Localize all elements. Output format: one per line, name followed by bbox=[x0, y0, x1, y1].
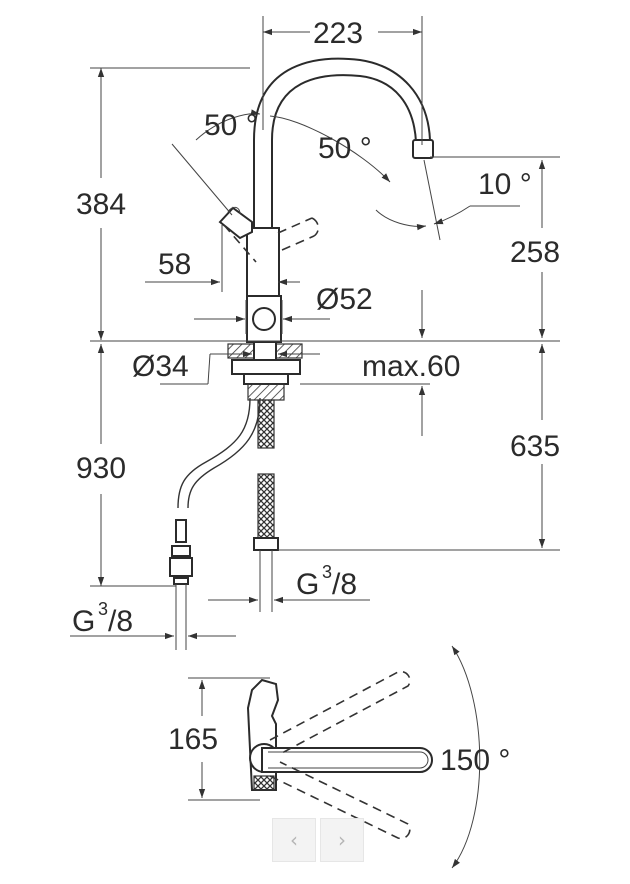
dim-swivel-angle: 150 ° bbox=[440, 744, 510, 777]
dim-angle-spout: 10 ° bbox=[478, 168, 532, 201]
dim-hose-below-deck: 635 bbox=[510, 430, 560, 463]
thread-right-den: /8 bbox=[332, 568, 357, 601]
thread-right-num: 3 bbox=[322, 562, 332, 582]
prev-image-button[interactable]: ‹ bbox=[272, 818, 316, 862]
thread-label-left: G 3 /8 bbox=[72, 599, 133, 638]
chevron-left-icon: ‹ bbox=[290, 828, 298, 852]
dimension-lines bbox=[70, 16, 560, 640]
dim-max-deck-thickness: max.60 bbox=[362, 350, 460, 383]
thread-left-num: 3 bbox=[98, 599, 108, 619]
dim-width-top: 223 bbox=[313, 17, 363, 50]
thread-left-den: /8 bbox=[108, 605, 133, 638]
dim-plan-depth: 165 bbox=[168, 723, 218, 756]
dim-spout-height: 258 bbox=[510, 236, 560, 269]
faucet-plan-view bbox=[188, 645, 481, 869]
thread-label-right: G 3 /8 bbox=[296, 562, 357, 601]
dim-body-diameter: Ø52 bbox=[316, 283, 373, 316]
chevron-right-icon: › bbox=[338, 828, 346, 852]
dim-angle-handle-right: 50 ° bbox=[318, 132, 372, 165]
dim-height-above-deck: 384 bbox=[76, 188, 126, 221]
dim-angle-handle-left: 50 ° bbox=[204, 109, 258, 142]
thread-right-letter: G bbox=[296, 568, 319, 601]
thread-left-letter: G bbox=[72, 605, 95, 638]
dim-handle-offset: 58 bbox=[158, 248, 191, 281]
next-image-button[interactable]: › bbox=[320, 818, 364, 862]
dim-hose-length: 930 bbox=[76, 452, 126, 485]
dim-hole-diameter: Ø34 bbox=[132, 350, 189, 383]
